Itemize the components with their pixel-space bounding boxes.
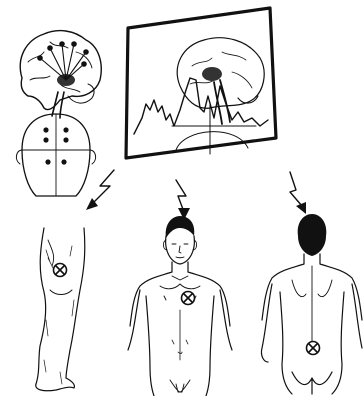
scalp-diagram bbox=[16, 114, 95, 196]
lightning-arrows bbox=[86, 170, 306, 220]
leg-foot bbox=[36, 378, 75, 391]
leg-stimulation-marker bbox=[54, 264, 67, 277]
front-abdomen bbox=[172, 310, 188, 360]
mirror-panel bbox=[126, 8, 276, 158]
leg-outline-right bbox=[66, 228, 85, 378]
front-head bbox=[166, 236, 195, 264]
front-torso-figure bbox=[128, 216, 232, 396]
mirror-brain-core bbox=[202, 67, 222, 81]
front-face bbox=[172, 244, 188, 258]
cerebellum bbox=[68, 84, 94, 103]
brain-pathways bbox=[40, 44, 86, 80]
back-stimulation-marker bbox=[307, 342, 320, 355]
brain-diagram bbox=[20, 31, 101, 118]
chest-stimulation-marker bbox=[182, 292, 195, 305]
leg-figure bbox=[36, 228, 85, 391]
lightning-arrow-left bbox=[92, 170, 114, 204]
front-groin bbox=[170, 380, 190, 392]
back-buttocks bbox=[292, 372, 332, 394]
back-torso-figure bbox=[261, 214, 362, 394]
front-hair bbox=[166, 216, 195, 238]
lightning-arrow-center bbox=[176, 180, 186, 212]
lightning-arrow-right bbox=[290, 172, 302, 206]
back-head bbox=[298, 214, 327, 256]
